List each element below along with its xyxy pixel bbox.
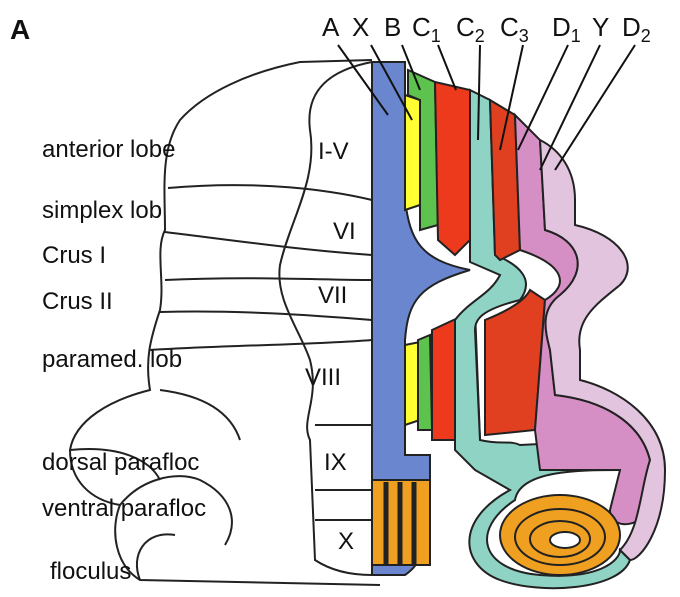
- flocculus-spiral: [500, 495, 620, 575]
- zone-label-A: A: [322, 14, 339, 45]
- lobule-label-IX: IX: [324, 451, 347, 475]
- zone-label-D1: D1: [552, 14, 581, 45]
- lobule-label-X: X: [338, 530, 354, 554]
- zone-label-C2: C2: [456, 14, 485, 45]
- zone-label-X: X: [352, 14, 369, 45]
- lobule-label-VI: VI: [333, 220, 356, 244]
- region-label-anterior-lobe: anterior lobe: [42, 138, 175, 162]
- zone-label-Y: Y: [592, 14, 609, 45]
- region-label-floculus: floculus: [50, 560, 131, 584]
- region-label-simplex-lob: simplex lob: [42, 199, 162, 223]
- lobule-label-VII: VII: [318, 284, 347, 308]
- lobule-label-I-V: I-V: [318, 140, 349, 164]
- zone-label-B: B: [384, 14, 401, 45]
- region-label-paramed-lob: paramed. lob: [42, 348, 182, 372]
- region-label-ventral-parafloc: ventral parafloc: [42, 497, 206, 521]
- zone-label-C1: C1: [412, 14, 441, 45]
- region-label-dorsal-parafloc: dorsal parafloc: [42, 451, 199, 475]
- region-label-crus-ii: Crus II: [42, 290, 113, 314]
- nodulus-stripes: [372, 480, 430, 565]
- panel-label: A: [10, 16, 30, 44]
- zone-label-C3: C3: [500, 14, 529, 45]
- lobule-label-VIII: VIII: [305, 366, 341, 390]
- zone-label-D2: D2: [622, 14, 651, 45]
- region-label-crus-i: Crus I: [42, 244, 106, 268]
